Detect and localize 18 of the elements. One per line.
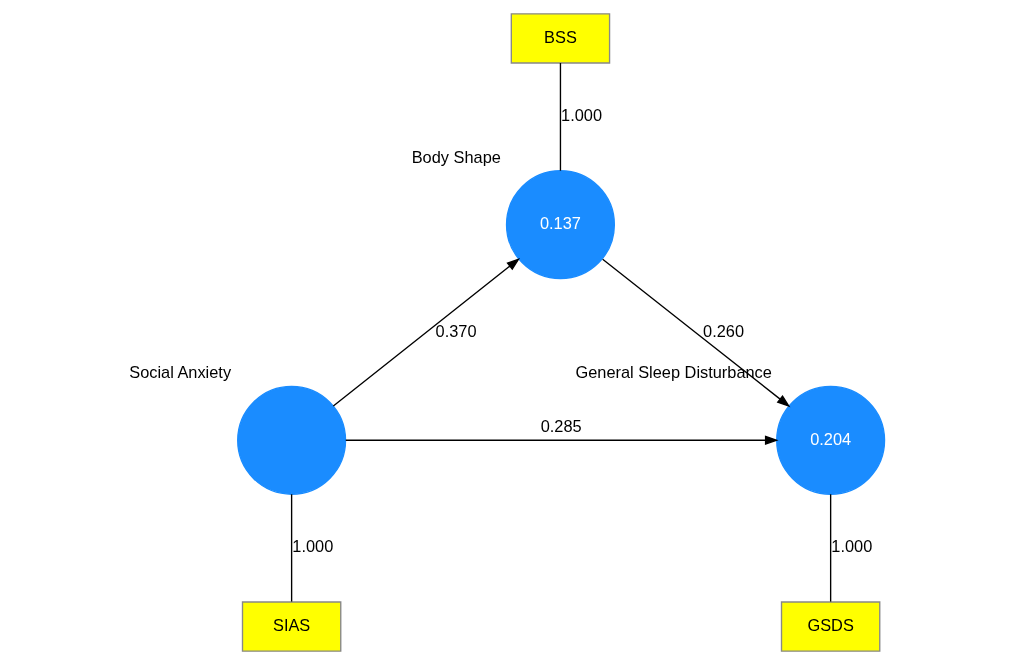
connector — [559, 62, 562, 172]
edge-label: 0.260 — [703, 321, 744, 340]
node-circle — [237, 385, 347, 495]
arrow — [345, 435, 779, 446]
edge-label: 0.285 — [540, 416, 582, 435]
edge-label: 1.000 — [292, 537, 334, 556]
arrow — [602, 258, 791, 408]
node-label: Body Shape — [411, 147, 501, 166]
arrow — [332, 258, 521, 407]
node-label: Social Anxiety — [129, 363, 232, 382]
connector — [290, 493, 293, 603]
node-box: BSS — [510, 13, 611, 64]
edge-label: 1.000 — [831, 537, 873, 556]
node-box: GSDS — [780, 601, 881, 652]
node-box: SIAS — [241, 601, 342, 652]
connector — [829, 493, 832, 603]
edge-label: 0.370 — [435, 321, 477, 340]
edge-label: 1.000 — [561, 106, 603, 125]
